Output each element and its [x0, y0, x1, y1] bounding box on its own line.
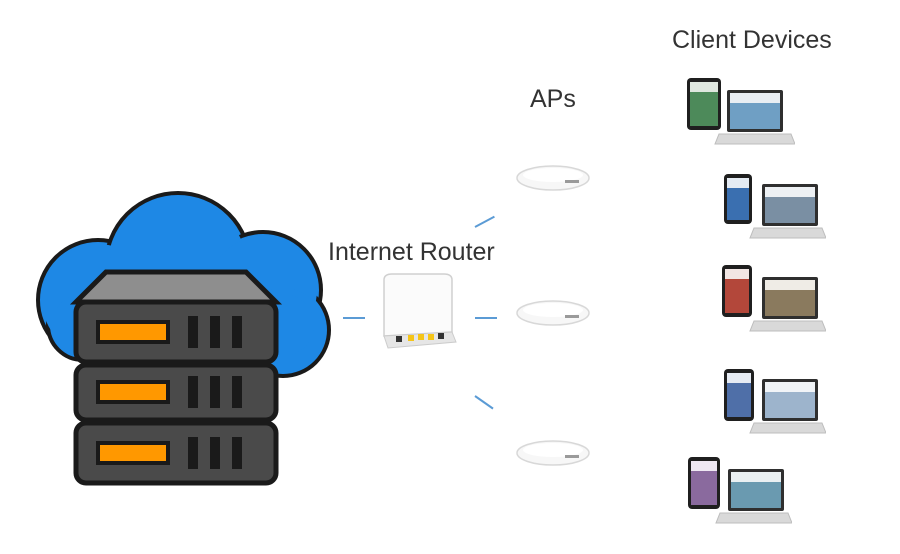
tablet-laptop-icon	[722, 265, 826, 332]
internet-router-label: Internet Router	[328, 238, 495, 266]
tablet-laptop-icon	[687, 78, 795, 145]
cloud-server-icon	[36, 191, 331, 486]
link-server-router	[343, 317, 365, 319]
server-unit	[73, 420, 279, 486]
aps-label: APs	[530, 85, 576, 113]
access-point-icon	[516, 440, 590, 466]
tablet-laptop-icon	[724, 174, 826, 239]
client-devices-label: Client Devices	[672, 26, 832, 54]
server-unit	[73, 362, 279, 423]
server-unit	[73, 299, 279, 365]
access-point-icon	[516, 300, 590, 326]
router-icon	[383, 273, 457, 349]
tablet-laptop-icon	[724, 369, 826, 434]
access-point-icon	[516, 165, 590, 191]
server-top	[69, 269, 283, 305]
tablet-laptop-icon	[688, 457, 792, 524]
link-router-ap-3	[474, 395, 494, 410]
link-router-ap-2	[475, 317, 497, 319]
link-router-ap-1	[474, 215, 495, 228]
